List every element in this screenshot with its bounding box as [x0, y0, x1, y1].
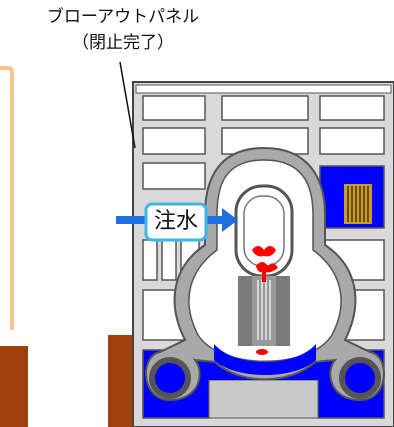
injection-label-box — [144, 202, 208, 242]
arrow-right-icon — [116, 208, 238, 232]
adjacent-building — [0, 66, 28, 427]
floor-grid — [142, 95, 385, 341]
vessel-bottom-water — [214, 344, 316, 375]
core-heat — [252, 246, 278, 355]
blowout-panel-title: ブローアウトパネル — [46, 7, 200, 27]
injection-label: 注水 — [153, 209, 198, 234]
blowout-panel-status: （閉止完了） — [72, 33, 174, 53]
spent-fuel-pool — [319, 165, 385, 229]
basement-floor — [208, 379, 319, 419]
vessel-pedestal — [238, 276, 290, 346]
blowout-panel-pointer — [119, 61, 136, 149]
